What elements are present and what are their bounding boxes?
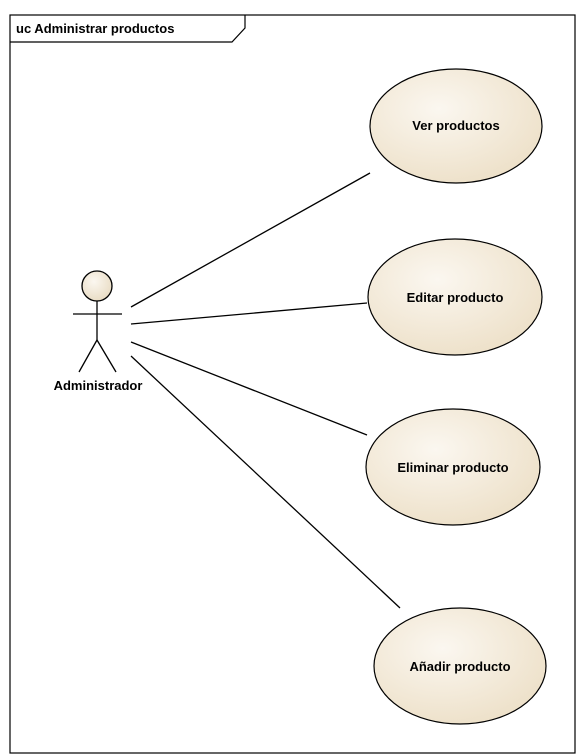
association-anadir-producto [130,355,401,609]
association-eliminar-producto [130,341,368,436]
use-case-ver-productos[interactable]: Ver productos [369,68,543,184]
actor-label: Administrador [54,378,143,393]
actor-right-leg [96,339,117,373]
use-case-eliminar-producto[interactable]: Eliminar producto [365,408,541,526]
use-case-label: Editar producto [407,290,504,305]
use-case-ellipse [369,68,543,184]
actor-administrador[interactable]: Administrador [54,270,143,393]
use-case-ellipse [373,607,547,725]
association-ver-productos [130,172,371,308]
actor-head [81,270,113,302]
frame-title-tab [10,15,246,43]
use-case-anadir-producto[interactable]: Añadir producto [373,607,547,725]
associations [130,172,401,609]
actor-left-leg [78,339,98,373]
use-case-ellipse [367,238,543,356]
association-editar-producto [130,302,368,325]
use-case-editar-producto[interactable]: Editar producto [367,238,543,356]
frame-title: uc Administrar productos [16,21,174,36]
use-case-label: Añadir producto [409,659,510,674]
stick-figure-actor-icon [73,270,122,373]
use-case-ellipse [365,408,541,526]
use-case-label: Eliminar producto [397,460,508,475]
use-case-label: Ver productos [412,118,499,133]
